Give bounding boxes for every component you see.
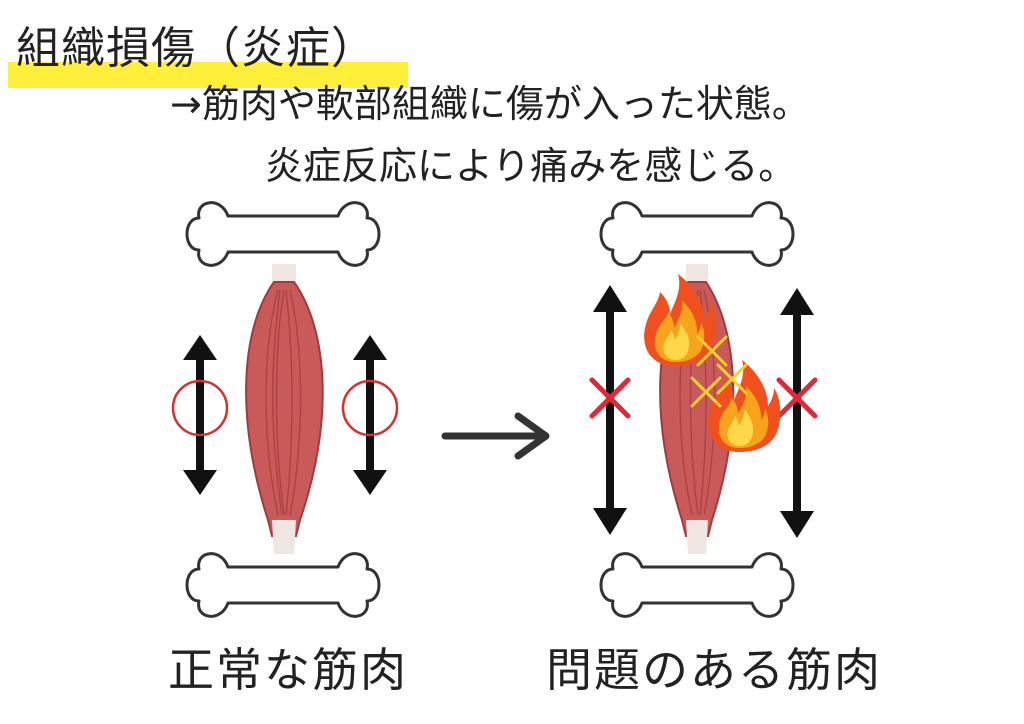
title-highlight [8, 62, 408, 88]
ok-circle-icon [341, 379, 399, 437]
problem-muscle-group [592, 201, 815, 618]
normal-muscle-group [171, 201, 399, 618]
title-block: 組織損傷（炎症） [8, 18, 408, 88]
caption-normal-muscle: 正常な筋肉 [168, 643, 408, 697]
double-arrow-left-1-icon [171, 335, 229, 495]
muscle-normal-icon [245, 264, 324, 554]
description-line-2: 炎症反応により痛みを感じる。 [265, 144, 797, 188]
bone-bottom-right-icon [599, 552, 795, 618]
transition-arrow-icon [441, 412, 550, 460]
bone-bottom-left-icon [185, 552, 381, 618]
bone-top-left-icon [185, 201, 381, 267]
double-arrow-left-2-icon [341, 335, 399, 495]
caption-problem-muscle: 問題のある筋肉 [546, 643, 882, 697]
double-arrow-right-2-icon [779, 288, 815, 538]
description-line-1: →筋肉や軟部組織に傷が入った状態。 [170, 82, 810, 126]
page-title: 組織損傷（炎症） [16, 23, 376, 74]
double-arrow-right-1-icon [592, 285, 628, 535]
ok-circle-icon [171, 379, 229, 437]
bone-top-right-icon [599, 201, 795, 267]
